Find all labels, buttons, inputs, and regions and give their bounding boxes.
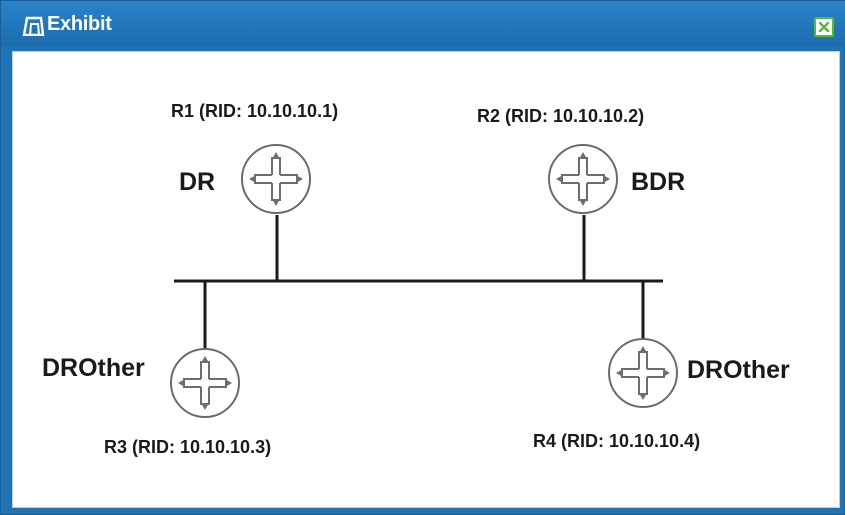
close-button[interactable]: [814, 17, 834, 37]
router-icon: [241, 144, 311, 214]
router-icon: [548, 144, 618, 214]
r4-rid-label: R4 (RID: 10.10.10.4): [533, 431, 701, 451]
r4-role-label: DROther: [687, 356, 790, 384]
r1-rid-label: R1 (RID: 10.10.10.1): [171, 101, 339, 121]
router-icon: [608, 338, 678, 408]
title-bar[interactable]: Exhibit: [1, 1, 845, 47]
r3-role-label: DROther: [42, 354, 145, 382]
exhibit-icon: [22, 16, 45, 36]
ospf-network-diagram: [170, 144, 678, 418]
window-title: Exhibit: [47, 13, 112, 35]
r2-role-label: BDR: [631, 168, 686, 196]
r3-rid-label: R3 (RID: 10.10.10.3): [104, 437, 272, 457]
close-icon: [818, 21, 830, 33]
r1-role-label: DR: [179, 168, 216, 196]
r2-rid-label: R2 (RID: 10.10.10.2): [477, 106, 645, 126]
exhibit-content: R1 (RID: 10.10.10.1) DR R2 (RID: 10.10.1…: [12, 51, 840, 508]
router-icon: [170, 348, 240, 418]
